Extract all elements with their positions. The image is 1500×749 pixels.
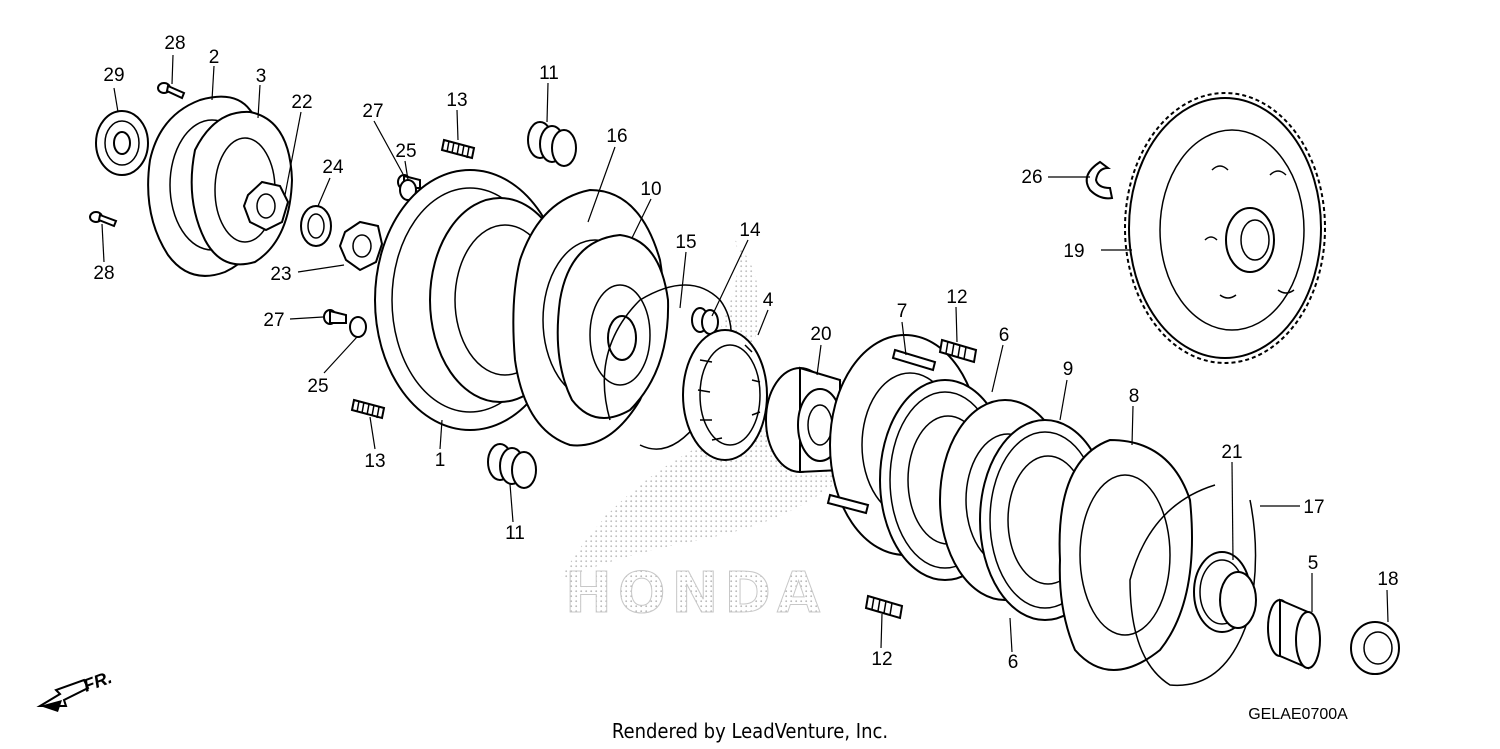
lock-washer-part — [338, 220, 384, 272]
callout-18: 18 — [1377, 569, 1398, 590]
callout-27: 27 — [362, 101, 383, 122]
callout-25: 25 — [307, 376, 328, 397]
clip-part — [1085, 160, 1114, 200]
needle-bearing-part — [1267, 598, 1321, 670]
callout-26: 26 — [1021, 167, 1042, 188]
callout-11: 11 — [505, 523, 525, 544]
spring-part — [527, 121, 577, 167]
honda-logo-watermark: HONDA — [565, 561, 826, 626]
front-direction-label: FR. — [81, 667, 115, 696]
callout-13: 13 — [446, 90, 467, 111]
washer-part — [300, 205, 332, 247]
clutch-plate-part — [1058, 438, 1193, 671]
callout-28: 28 — [164, 33, 185, 54]
callout-23: 23 — [270, 264, 291, 285]
callout-5: 5 — [1308, 553, 1319, 574]
driven-gear-part — [1124, 92, 1326, 364]
bearing-part — [95, 110, 149, 176]
callout-28: 28 — [93, 263, 114, 284]
screw-part — [157, 82, 186, 100]
callout-1: 1 — [435, 450, 446, 471]
circlip-part — [1129, 484, 1257, 687]
callout-13: 13 — [364, 451, 385, 472]
callout-29: 29 — [103, 65, 124, 86]
callout-14: 14 — [739, 220, 761, 241]
callout-4: 4 — [763, 290, 774, 311]
callout-8: 8 — [1129, 386, 1140, 407]
callout-19: 19 — [1063, 241, 1084, 262]
callout-6: 6 — [999, 325, 1010, 346]
front-direction-arrow-icon: FR. — [36, 667, 115, 712]
callout-15: 15 — [675, 232, 696, 253]
credit-text: Rendered by LeadVenture, Inc. — [612, 719, 888, 743]
spring-part — [864, 594, 904, 620]
callout-10: 10 — [640, 179, 661, 200]
callout-16: 16 — [606, 126, 627, 147]
diagram-code: GELAE0700A — [1248, 706, 1348, 723]
callout-9: 9 — [1063, 359, 1074, 380]
callout-11: 11 — [539, 63, 559, 84]
callout-7: 7 — [897, 301, 908, 322]
callout-17: 17 — [1303, 497, 1324, 518]
callout-24: 24 — [322, 157, 344, 178]
callout-3: 3 — [256, 66, 267, 87]
nut-part — [242, 180, 290, 232]
one-way-clutch-part — [682, 329, 768, 461]
screw-part — [89, 211, 118, 228]
seal-part — [1350, 621, 1400, 675]
callout-6: 6 — [1008, 652, 1019, 673]
callout-22: 22 — [291, 92, 312, 113]
clutch-plate-part — [556, 233, 670, 419]
callout-12: 12 — [871, 649, 892, 670]
callout-25: 25 — [395, 141, 416, 162]
callout-numbers: 29 28 2 3 22 28 24 23 27 25 13 27 25 13 … — [93, 33, 1398, 673]
spring-part — [938, 338, 978, 364]
callout-20: 20 — [810, 324, 831, 345]
callout-27: 27 — [263, 310, 284, 331]
spring-part — [350, 398, 386, 420]
gear-part — [1193, 551, 1257, 633]
spring-part — [487, 443, 537, 489]
callout-12: 12 — [946, 287, 967, 308]
spring-part — [440, 138, 476, 160]
leader-lines — [101, 54, 1389, 653]
washer-part — [349, 316, 367, 338]
callout-21: 21 — [1221, 442, 1242, 463]
callout-2: 2 — [209, 47, 220, 68]
bolt-part — [323, 309, 347, 325]
